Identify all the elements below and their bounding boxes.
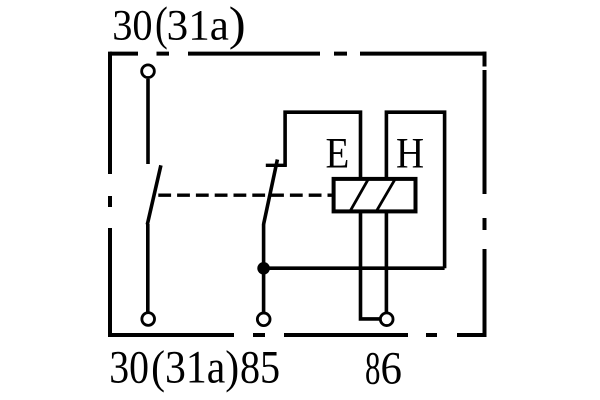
- svg-text:H: H: [396, 130, 424, 178]
- svg-text:E: E: [326, 130, 350, 178]
- svg-text:85: 85: [240, 342, 280, 394]
- svg-text:(31a): (31a): [151, 342, 239, 394]
- svg-text:(: (: [155, 0, 168, 50]
- svg-text:30: 30: [112, 1, 152, 49]
- svg-text:31a: 31a: [167, 1, 229, 49]
- svg-text:8: 8: [365, 343, 380, 394]
- svg-text:): ): [229, 0, 246, 50]
- svg-text:6: 6: [381, 343, 402, 394]
- svg-text:30: 30: [109, 342, 149, 394]
